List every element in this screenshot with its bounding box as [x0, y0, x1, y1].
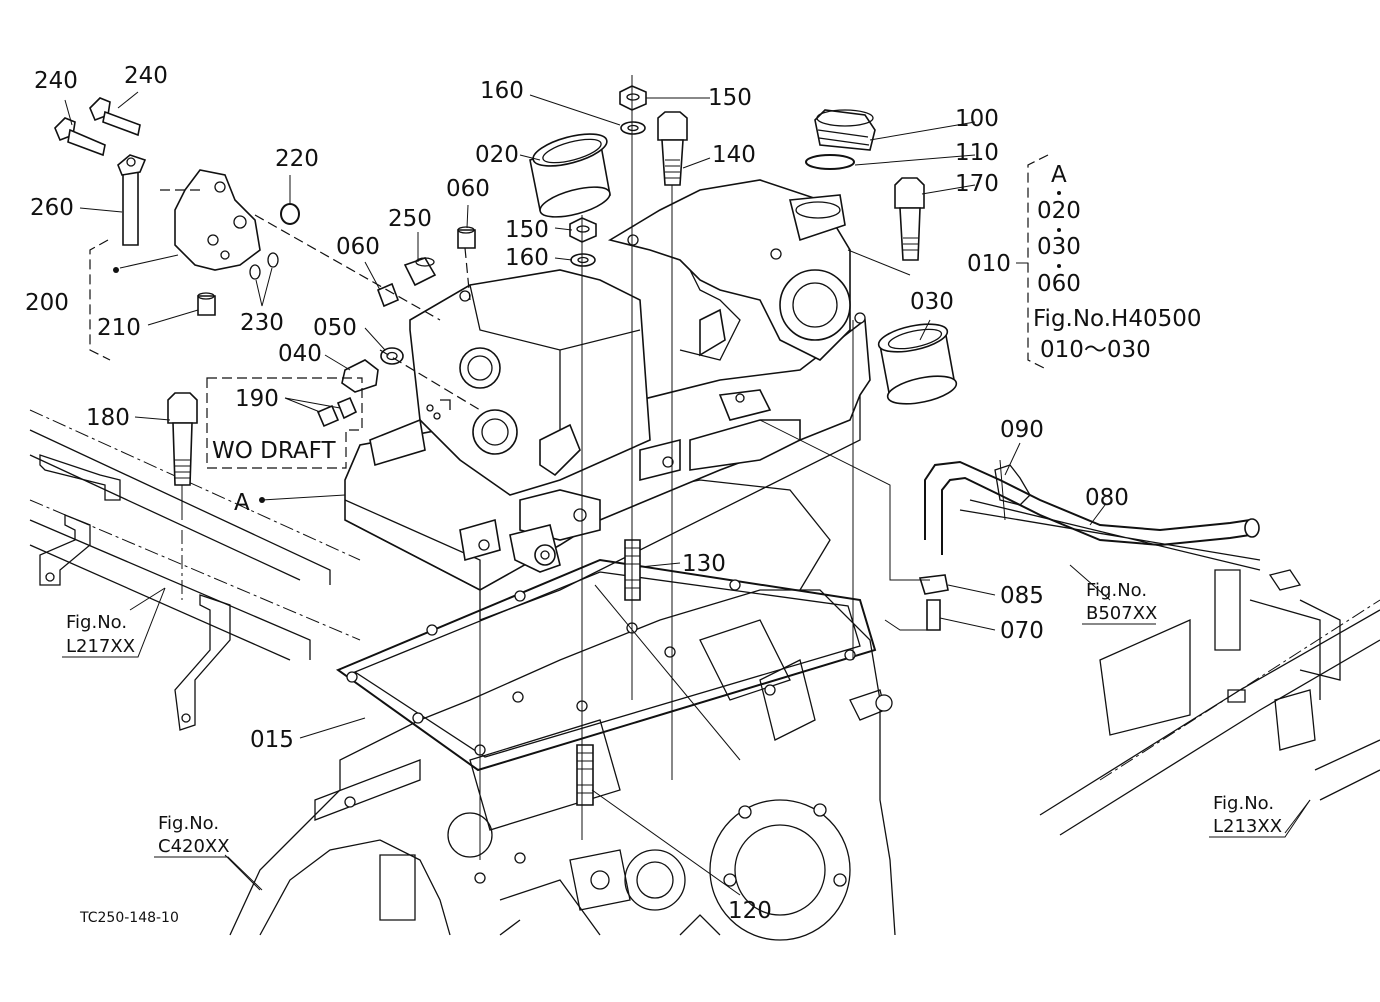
label-070: 070	[1000, 618, 1044, 644]
fig-ref-l217[interactable]: Fig.No. L217XX	[62, 587, 166, 658]
label-160-mid: 160	[505, 245, 549, 271]
fig-ref-l213[interactable]: Fig.No. L213XX	[1209, 793, 1311, 838]
label-240-right: 240	[124, 63, 168, 89]
label-050: 050	[313, 315, 357, 341]
bolt-140-drawing	[657, 111, 688, 186]
label-040: 040	[278, 341, 322, 367]
label-170: 170	[955, 171, 999, 197]
label-150-mid: 150	[505, 217, 549, 243]
label-160-top: 160	[480, 78, 524, 104]
fig-ref-l217-title: Fig.No.	[66, 612, 127, 633]
wo-draft-label: WO DRAFT	[212, 438, 336, 464]
washer-160-mid-drawing	[570, 253, 596, 267]
fig-ref-l217-number[interactable]: L217XX	[66, 636, 135, 657]
o-ring-220-drawing	[280, 203, 300, 225]
label-250: 250	[388, 206, 432, 232]
kit-box-header: A	[1051, 162, 1067, 188]
label-015: 015	[250, 727, 294, 753]
fig-ref-c420-number[interactable]: C420XX	[158, 836, 230, 857]
kit-box-item-020: 020	[1037, 198, 1081, 224]
plug-060-top-drawing	[457, 226, 476, 249]
label-leaders	[64, 91, 1311, 896]
bolt-180-drawing	[167, 392, 198, 486]
label-110: 110	[955, 140, 999, 166]
label-060-top: 060	[446, 176, 490, 202]
fig-ref-c420[interactable]: Fig.No. C420XX	[154, 813, 263, 891]
right-frame-drawing	[959, 499, 1380, 836]
left-frame-drawing	[29, 409, 361, 731]
kit-box: A 020 030 060 Fig.No.H40500 010～030	[1033, 162, 1202, 363]
label-220: 220	[275, 146, 319, 172]
label-100: 100	[955, 106, 999, 132]
part-labels: 240 240 220 260 200 210 230 160 150 020 …	[25, 63, 1129, 924]
fig-ref-b507-number[interactable]: B507XX	[1086, 603, 1157, 624]
stud-120-drawing	[576, 744, 594, 806]
label-060-left: 060	[336, 234, 380, 260]
label-130: 130	[682, 551, 726, 577]
bolt-240-upper-drawing	[89, 97, 141, 137]
label-190: 190	[235, 386, 279, 412]
o-ring-110-drawing	[805, 154, 855, 170]
pin-260-drawing	[117, 154, 147, 246]
kit-box-fig-ref: Fig.No.H40500	[1033, 306, 1202, 332]
leader-lines	[160, 75, 930, 860]
label-260: 260	[30, 195, 74, 221]
bolt-170-drawing	[894, 177, 925, 261]
label-030: 030	[910, 289, 954, 315]
label-200: 200	[25, 290, 69, 316]
fitting-070-drawing	[926, 599, 941, 631]
plug-190-drawing	[316, 396, 358, 428]
label-020: 020	[475, 142, 519, 168]
label-120: 120	[728, 898, 772, 924]
kit-box-fig-range: 010～030	[1040, 337, 1151, 363]
label-090: 090	[1000, 417, 1044, 443]
transmission-case-drawing	[229, 589, 896, 941]
label-210: 210	[97, 315, 141, 341]
label-080: 080	[1085, 485, 1129, 511]
washer-160-top-drawing	[620, 121, 646, 135]
clamp-090-drawing	[994, 459, 1031, 521]
label-180: 180	[86, 405, 130, 431]
fig-ref-l213-number[interactable]: L213XX	[1213, 816, 1282, 837]
plug-210-drawing	[197, 292, 216, 316]
label-A: A	[234, 490, 250, 516]
label-230: 230	[240, 310, 284, 336]
figure-code: TC250-148-10	[79, 910, 179, 926]
hydraulic-cover-drawing	[344, 179, 871, 621]
plug-040-drawing	[341, 359, 379, 393]
fig-ref-b507[interactable]: Fig.No. B507XX	[1082, 580, 1157, 625]
wo-draft-box	[206, 377, 363, 469]
fitting-250-drawing	[403, 257, 437, 287]
label-150-top: 150	[708, 85, 752, 111]
nut-150-top-drawing	[619, 85, 647, 111]
bracket-200-drawing	[174, 169, 261, 271]
cap-100-drawing	[814, 109, 876, 151]
kit-box-item-030: 030	[1037, 234, 1081, 260]
group-200-bracket-outline	[89, 239, 111, 361]
kit-box-item-060: 060	[1037, 271, 1081, 297]
bushing-030-drawing	[877, 323, 958, 405]
label-085: 085	[1000, 583, 1044, 609]
o-ring-230-drawing	[249, 252, 279, 280]
bushing-020-drawing	[529, 133, 611, 218]
label-240-left: 240	[34, 68, 78, 94]
fig-ref-b507-title: Fig.No.	[1086, 580, 1147, 601]
nut-150-mid-drawing	[569, 217, 597, 243]
clip-085-drawing	[918, 574, 949, 595]
kit-box-bracket	[1016, 154, 1049, 371]
plug-060-left-drawing	[376, 282, 400, 308]
label-140: 140	[712, 142, 756, 168]
fig-ref-l213-title: Fig.No.	[1213, 793, 1274, 814]
fig-ref-c420-title: Fig.No.	[158, 813, 219, 834]
bolt-240-lower-drawing	[54, 117, 106, 157]
label-010: 010	[967, 251, 1011, 277]
